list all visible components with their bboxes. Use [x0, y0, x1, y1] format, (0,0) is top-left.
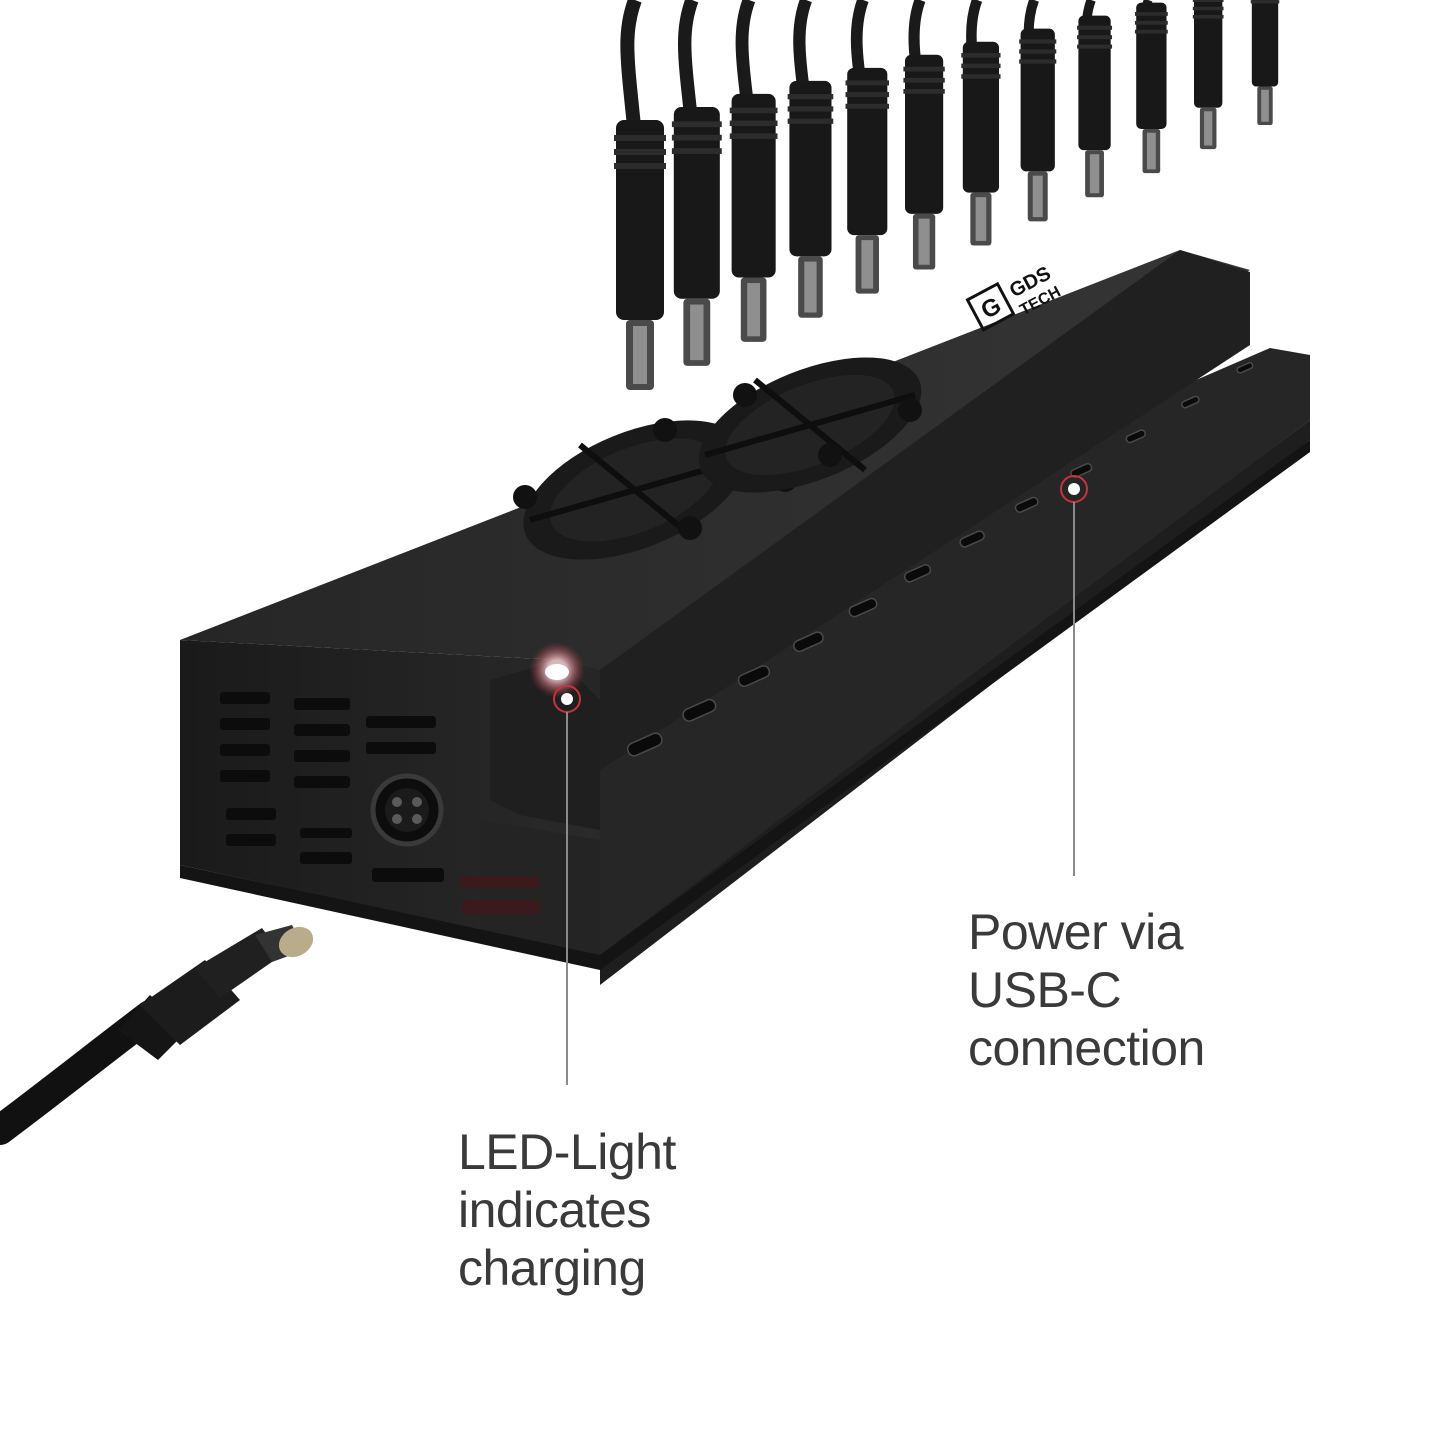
usb-c-port — [1070, 462, 1093, 479]
usb-c-port-row — [626, 361, 1254, 757]
usb-c-port — [793, 631, 824, 653]
usb-c-cable — [729, 0, 778, 342]
usb-c-cable — [1019, 0, 1057, 222]
cooling-fans — [513, 357, 922, 560]
fan-2 — [698, 357, 922, 493]
usb-c-cable — [845, 0, 890, 294]
callout-leaders — [553, 475, 1088, 1085]
callout-led-line-3: charging — [458, 1240, 646, 1296]
usb-c-cable — [1134, 0, 1168, 174]
callout-power-line-1: Power via — [968, 904, 1184, 960]
usb-c-port — [1236, 361, 1254, 374]
callout-led-line-2: indicates — [458, 1182, 651, 1238]
usb-c-port — [903, 564, 932, 583]
usb-c-port — [959, 530, 985, 548]
power-cable — [0, 925, 314, 1145]
usb-c-port — [737, 665, 771, 687]
usb-c-cables — [614, 0, 1280, 390]
callout-led-light: LED-Light indicates charging — [458, 1123, 676, 1297]
usb-c-cable — [787, 0, 834, 318]
usb-c-port — [682, 698, 717, 722]
usb-c-cable — [671, 0, 722, 366]
charging-hub: G GDS TECH — [180, 250, 1310, 985]
usb-c-port — [1125, 429, 1146, 444]
usb-c-port — [1181, 395, 1200, 409]
fan-1 — [513, 418, 797, 560]
usb-c-port — [626, 732, 663, 757]
usb-c-cable — [1077, 0, 1113, 198]
callout-power-line-2: USB-C — [968, 962, 1122, 1018]
usb-c-cable — [1250, 0, 1280, 125]
usb-c-cable — [903, 0, 945, 270]
callout-power-via-usbc: Power via USB-C connection — [968, 903, 1205, 1077]
callout-led-line-1: LED-Light — [458, 1124, 676, 1180]
power-socket — [370, 773, 444, 847]
usb-c-port — [848, 597, 878, 618]
usb-c-port — [1014, 496, 1039, 513]
usb-c-cable — [1192, 0, 1224, 150]
led-light — [529, 642, 585, 698]
usb-c-cable — [614, 0, 666, 390]
callout-power-line-3: connection — [968, 1020, 1205, 1076]
usb-c-cable — [961, 0, 1001, 246]
vent-grille — [220, 692, 540, 914]
